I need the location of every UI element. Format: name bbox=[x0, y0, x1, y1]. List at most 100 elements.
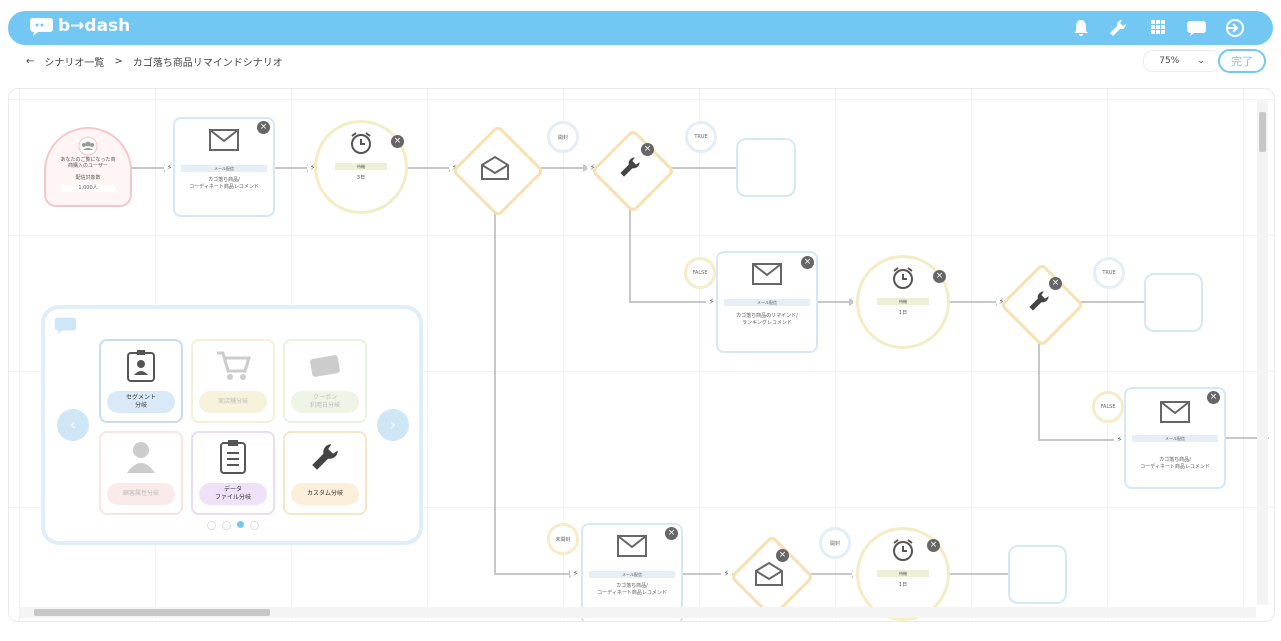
vertical-scrollbar[interactable] bbox=[1257, 100, 1268, 605]
tile-coupon-branch[interactable]: クーポン 利用日分岐 bbox=[283, 339, 367, 423]
timer-value: 1日 bbox=[898, 310, 908, 316]
coupon-icon bbox=[310, 355, 340, 377]
close-icon[interactable]: × bbox=[391, 135, 404, 148]
timer-node-3[interactable]: 待機 1日 × bbox=[859, 530, 947, 618]
tile-label: カスタム分岐 bbox=[291, 483, 359, 505]
grid-icon[interactable] bbox=[1149, 18, 1167, 36]
palette-next-button[interactable]: › bbox=[377, 409, 409, 441]
mail-content-1: カゴ落ち商品/ bbox=[208, 177, 240, 183]
mail-node-3[interactable]: メール配信 カゴ落ち商品/ コーディネート商品レコメンド × bbox=[1126, 389, 1224, 487]
sub-toolbar: ← シナリオ一覧 > カゴ落ち商品リマインドシナリオ 75% ⌄ 完了 bbox=[8, 46, 1273, 76]
tile-datafile-branch[interactable]: データ ファイル分岐 bbox=[191, 431, 275, 515]
tile-store-branch[interactable]: 実店舗分岐 bbox=[191, 339, 275, 423]
logo-text: b→dash bbox=[58, 16, 131, 36]
segment-desc-2: 商購入のユーザー bbox=[68, 163, 108, 169]
breadcrumb-separator: > bbox=[114, 56, 123, 67]
timer-chip: 待機 bbox=[877, 298, 929, 305]
zoom-value: 75% bbox=[1159, 56, 1180, 66]
bolt-icon: ⚡ bbox=[721, 568, 732, 579]
mail-node-1[interactable]: メール配信 カゴ落ち商品/ コーディネート商品レコメンド × bbox=[175, 119, 273, 215]
true-pin: TRUE bbox=[1093, 257, 1125, 289]
close-icon[interactable]: × bbox=[801, 256, 814, 269]
bolt-icon: ⚡ bbox=[706, 296, 717, 307]
chat-icon[interactable] bbox=[1184, 18, 1208, 38]
mail-node-2[interactable]: メール配信 カゴ落ち商品のリマインド/ ランキングレコメンド × bbox=[718, 253, 816, 351]
timer-chip: 待機 bbox=[877, 570, 929, 577]
close-icon[interactable]: × bbox=[933, 270, 946, 283]
close-icon[interactable]: × bbox=[1207, 391, 1220, 404]
logo[interactable]: b→dash bbox=[28, 16, 130, 36]
mail-icon bbox=[209, 129, 239, 151]
breadcrumb-parent[interactable]: シナリオ一覧 bbox=[44, 58, 105, 69]
tile-label: 実店舗分岐 bbox=[199, 391, 267, 413]
false-pin: FALSE bbox=[684, 257, 716, 289]
wrench-icon[interactable] bbox=[1108, 18, 1128, 38]
tile-customer-branch[interactable]: 顧客属性分岐 bbox=[99, 431, 183, 515]
empty-slot[interactable] bbox=[1146, 275, 1201, 330]
alarm-clock-icon bbox=[893, 267, 913, 289]
bolt-icon: ⚡ bbox=[852, 568, 863, 579]
bell-icon[interactable] bbox=[1072, 18, 1090, 38]
palette-prev-button[interactable]: ‹ bbox=[57, 409, 89, 441]
timer-node-2[interactable]: 待機 1日 × bbox=[859, 258, 947, 346]
close-icon[interactable]: × bbox=[665, 527, 678, 540]
close-icon[interactable]: × bbox=[257, 121, 270, 134]
segment-count: 1,000人 bbox=[60, 185, 116, 192]
timer-chip: 待機 bbox=[335, 163, 387, 170]
true-pin: TRUE bbox=[685, 121, 717, 153]
open-mail-icon bbox=[755, 561, 783, 586]
scenario-canvas[interactable]: あなたのご覧になった商 商購入のユーザー 配信対象数 1,000人 ⚡ メール配… bbox=[8, 88, 1275, 622]
users-icon bbox=[78, 136, 98, 156]
open-mail-icon bbox=[481, 155, 509, 180]
page-dot-active[interactable] bbox=[237, 521, 244, 528]
segment-target-label: 配信対象数 bbox=[75, 175, 101, 181]
page-dot[interactable] bbox=[250, 521, 259, 530]
page-dot[interactable] bbox=[222, 521, 231, 530]
mail-content-2: コーディネート商品レコメンド bbox=[1140, 464, 1210, 470]
alarm-clock-icon bbox=[351, 132, 371, 154]
cart-icon bbox=[217, 351, 251, 380]
wrench-icon bbox=[1029, 291, 1049, 311]
tile-custom-branch[interactable]: カスタム分岐 bbox=[283, 431, 367, 515]
back-arrow-icon[interactable]: ← bbox=[26, 56, 35, 67]
bolt-icon: ⚡ bbox=[570, 568, 581, 579]
clipboard-list-icon bbox=[220, 440, 246, 474]
timer-value: 3日 bbox=[356, 175, 366, 181]
empty-slot[interactable] bbox=[738, 140, 794, 195]
bolt-icon: ⚡ bbox=[853, 296, 864, 307]
segment-node[interactable]: あなたのご覧になった商 商購入のユーザー 配信対象数 1,000人 bbox=[46, 129, 130, 205]
mail-icon bbox=[752, 263, 782, 285]
breadcrumb: ← シナリオ一覧 > カゴ落ち商品リマインドシナリオ bbox=[26, 54, 283, 69]
horizontal-scrollbar[interactable] bbox=[20, 607, 1256, 618]
mail-node-4[interactable]: メール配信 カゴ落ち商品/ コーディネート商品レコメンド × bbox=[583, 525, 681, 621]
tile-label: 顧客属性分岐 bbox=[107, 483, 175, 505]
mail-content-2: コーディネート商品レコメンド bbox=[597, 590, 667, 596]
close-icon[interactable]: × bbox=[927, 539, 940, 552]
mail-chip: メール配信 bbox=[589, 571, 675, 578]
close-icon[interactable]: × bbox=[641, 143, 654, 156]
zoom-select[interactable]: 75% ⌄ bbox=[1143, 50, 1221, 72]
bolt-icon: ⚡ bbox=[1114, 434, 1125, 445]
false-pin: FALSE bbox=[1092, 391, 1124, 423]
logout-icon[interactable] bbox=[1223, 18, 1245, 38]
tile-segment-branch[interactable]: セグメント 分岐 bbox=[99, 339, 183, 423]
palette-pagination bbox=[207, 521, 259, 530]
segment-desc-1: あなたのご覧になった商 bbox=[60, 157, 116, 163]
bolt-icon: ⚡ bbox=[164, 162, 175, 173]
done-button[interactable]: 完了 bbox=[1218, 49, 1266, 73]
empty-slot[interactable] bbox=[1010, 547, 1065, 602]
alarm-clock-icon bbox=[893, 539, 913, 561]
scroll-thumb[interactable] bbox=[34, 609, 270, 616]
scroll-thumb[interactable] bbox=[1259, 112, 1266, 152]
mail-icon bbox=[617, 535, 647, 557]
page-dot[interactable] bbox=[207, 521, 216, 530]
close-icon[interactable]: × bbox=[1049, 277, 1062, 290]
open-pin: 開封 bbox=[819, 527, 851, 559]
timer-node-1[interactable]: 待機 3日 × bbox=[317, 123, 405, 211]
mail-icon bbox=[1160, 401, 1190, 423]
tile-label: クーポン 利用日分岐 bbox=[291, 391, 359, 413]
chevron-down-icon: ⌄ bbox=[1197, 56, 1205, 66]
logo-bubble-icon bbox=[54, 317, 77, 335]
close-icon[interactable]: × bbox=[776, 549, 789, 562]
logo-bubble-icon bbox=[30, 18, 53, 36]
